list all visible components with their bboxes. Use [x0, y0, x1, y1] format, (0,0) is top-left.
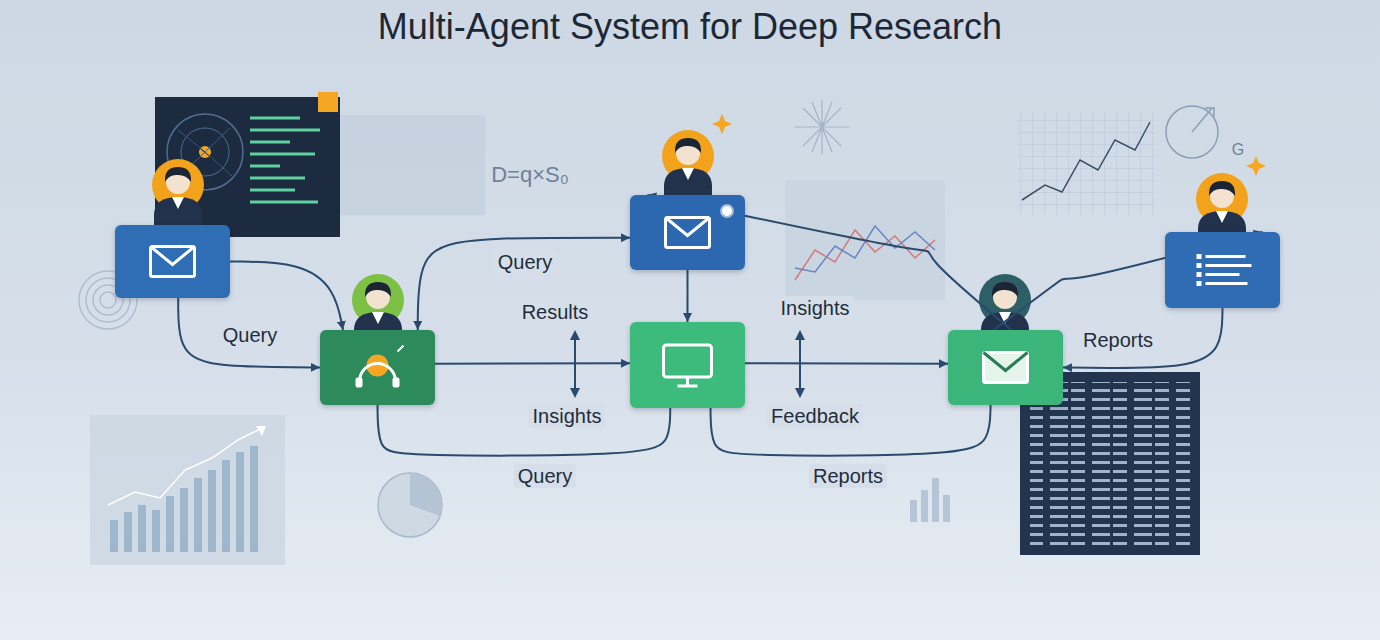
- connector: [418, 238, 630, 330]
- sparkle: [712, 114, 1266, 176]
- agent-icon: [948, 330, 1063, 405]
- starburst-sketch: [795, 100, 849, 154]
- connector: [178, 298, 320, 368]
- agent-box: [948, 330, 1063, 405]
- agent-box: [630, 195, 745, 270]
- edge-label: Insights: [777, 296, 854, 320]
- connector: [435, 362, 630, 364]
- grid-chart-sketch: [1018, 112, 1155, 215]
- compass-sketch: [1166, 106, 1218, 158]
- agent-box: [1165, 232, 1280, 308]
- pie-sketch: [378, 473, 442, 537]
- background-note: D=q×S₀: [487, 162, 573, 188]
- flow-label: Insights: [529, 404, 606, 428]
- connector: [711, 405, 991, 456]
- agent-avatars: [152, 130, 1248, 354]
- agent-icon: [630, 322, 745, 408]
- diagram-title: Multi-Agent System for Deep Research: [0, 6, 1380, 48]
- edge-label: Results: [518, 300, 593, 324]
- agent-box: [320, 330, 435, 405]
- connector: [1063, 308, 1223, 368]
- agent-box: [630, 322, 745, 408]
- small-bars-sketch: [910, 478, 950, 522]
- edge-label: Query: [494, 250, 556, 274]
- bar-chart-panel: [90, 415, 285, 565]
- agent-box: [115, 225, 230, 298]
- connector: [230, 262, 343, 331]
- background-note: G: [1228, 140, 1248, 159]
- agent-icon: [1165, 232, 1280, 308]
- connector: [745, 362, 948, 364]
- edge-label: Reports: [809, 464, 887, 488]
- agent-icon: [630, 195, 745, 270]
- agent-icon: [115, 225, 230, 298]
- flow-label: Feedback: [767, 404, 863, 428]
- edge-label: Query: [219, 323, 281, 347]
- agent-icon: [320, 330, 435, 405]
- edge-label: Reports: [1079, 328, 1157, 352]
- faint-panel: [340, 115, 485, 215]
- edge-label: Query: [514, 464, 576, 488]
- connector: [687, 270, 689, 322]
- connector: [378, 405, 671, 456]
